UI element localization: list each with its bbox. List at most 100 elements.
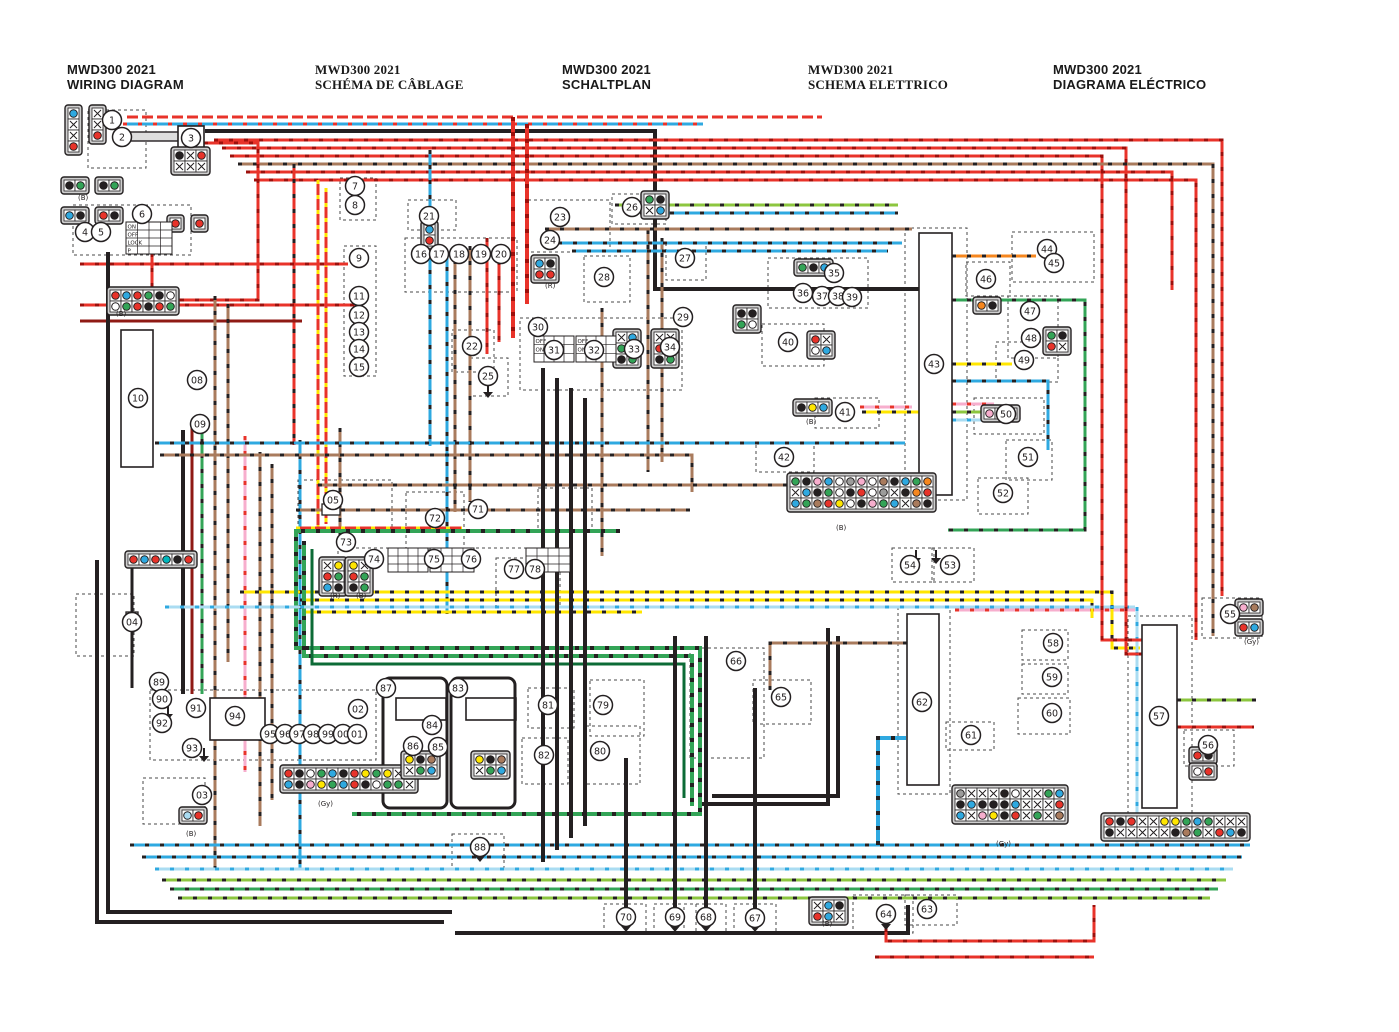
component-circle	[375, 677, 397, 699]
component-circle	[823, 262, 845, 284]
component-number: 37	[816, 291, 828, 302]
component-number: 2	[119, 132, 125, 143]
connector-pin	[427, 766, 436, 775]
component-circle	[151, 688, 173, 710]
connector	[530, 254, 560, 284]
wire	[884, 905, 1096, 943]
connector-pin	[361, 780, 370, 789]
component-number: 25	[482, 371, 494, 382]
ground-arrow	[701, 926, 711, 932]
component-number: 24	[544, 235, 556, 246]
connector-pin	[890, 499, 899, 508]
connector-pin	[1226, 828, 1235, 837]
connector	[124, 550, 198, 569]
connector-pin	[99, 211, 108, 220]
component-circle	[773, 446, 795, 468]
connector-pin	[1127, 817, 1136, 826]
component-circle	[1148, 705, 1170, 727]
component-27: 27	[674, 247, 696, 269]
connector-pin	[868, 499, 877, 508]
component-group-box	[965, 261, 1011, 297]
title-en: MWD300 2021 WIRING DIAGRAM	[67, 62, 184, 92]
component-number: 85	[432, 742, 444, 753]
component-circle	[363, 548, 385, 570]
component-circle	[111, 126, 133, 148]
component-group-box	[451, 329, 495, 373]
connector-pin	[1055, 811, 1064, 820]
connector-pin	[173, 555, 182, 564]
component-51: 51	[1017, 446, 1039, 468]
connector-pin	[868, 488, 877, 497]
component-circle	[623, 338, 645, 360]
component-circle	[346, 723, 368, 745]
connector-pin	[824, 912, 833, 921]
connector-pin	[1171, 828, 1180, 837]
component-circle	[583, 339, 605, 361]
component-group-box	[404, 237, 518, 293]
component-60: 60	[1041, 702, 1063, 724]
component-number: 17	[433, 249, 445, 260]
title-it-model: MWD300 2021	[808, 62, 894, 77]
connector-pin	[295, 780, 304, 789]
empty-pin-x-icon	[1149, 817, 1158, 826]
empty-pin-x-icon	[197, 162, 206, 171]
switch-position-label: OFF	[536, 339, 547, 345]
component-circle	[185, 697, 207, 719]
component-number: 40	[782, 337, 794, 348]
connector-color-label: (Gy)	[996, 840, 1011, 848]
empty-pin-x-icon	[901, 499, 910, 508]
connector-pin	[122, 291, 131, 300]
connector-pin	[284, 780, 293, 789]
title-es-text: DIAGRAMA ELÉCTRICO	[1053, 77, 1207, 92]
component-number: 9	[356, 253, 362, 264]
connector-pin	[857, 488, 866, 497]
component-53: 53	[939, 554, 961, 576]
switch-position-label: OFF	[128, 232, 139, 238]
component-circle	[344, 194, 366, 216]
connector-pin	[989, 800, 998, 809]
connector	[190, 214, 209, 233]
connector-pin	[1000, 800, 1009, 809]
component-number: 13	[353, 327, 365, 338]
connector-pin	[140, 555, 149, 564]
component-circle	[461, 335, 483, 357]
connector	[420, 220, 439, 250]
connector-pin	[879, 499, 888, 508]
battery-cable	[129, 131, 181, 142]
connector-pin	[1105, 817, 1114, 826]
component-group-box	[945, 721, 995, 751]
connector-pin	[162, 555, 171, 564]
component-number: 71	[472, 504, 484, 515]
component-32: 32	[583, 339, 605, 361]
component-24: 24	[539, 229, 561, 251]
connector-pin	[1215, 828, 1224, 837]
component-85: 85	[427, 736, 449, 758]
empty-pin-x-icon	[1138, 817, 1147, 826]
connector-pin	[175, 151, 184, 160]
component-75: 75	[423, 548, 445, 570]
empty-pin-x-icon	[69, 120, 78, 129]
component-group-box	[755, 443, 815, 473]
connector-pin	[535, 259, 544, 268]
empty-pin-x-icon	[1204, 828, 1213, 837]
connector-pin	[813, 488, 822, 497]
component-3: 3	[180, 127, 202, 149]
connector-pin	[361, 769, 370, 778]
component-96: 96	[274, 723, 296, 745]
connector-color-label: (B)	[822, 920, 833, 928]
component-12: 12	[348, 304, 370, 326]
connector-pin	[349, 561, 358, 570]
component-37: 37	[811, 285, 833, 307]
connector-pin	[802, 477, 811, 486]
component-circle	[777, 331, 799, 353]
component-circle	[875, 903, 897, 925]
connector-pin	[846, 488, 855, 497]
connector-pin	[1058, 331, 1067, 340]
connector-pin	[813, 499, 822, 508]
component-circle	[101, 109, 123, 131]
component-13: 13	[348, 321, 370, 343]
component-number: 89	[153, 677, 165, 688]
component-circle	[447, 677, 469, 699]
component-number: 16	[415, 249, 427, 260]
connector-pin	[1000, 789, 1009, 798]
